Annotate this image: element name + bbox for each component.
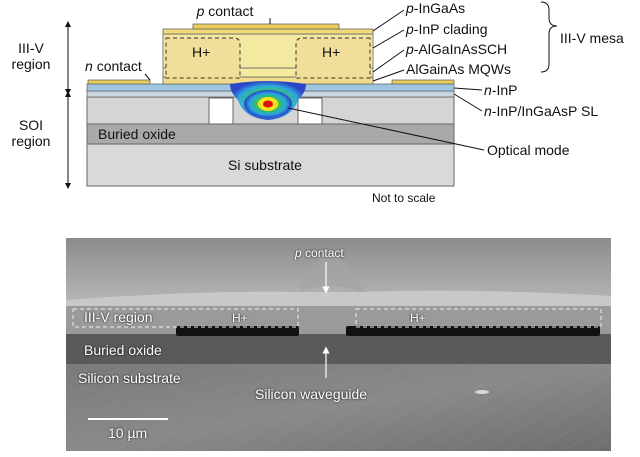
- algainas-mqws-label: AlGainAs MQWs: [406, 61, 512, 77]
- scale-bar-label: 10 µm: [108, 425, 148, 441]
- n-contact-label: n contact: [85, 58, 142, 74]
- h-plus-left-region: [165, 37, 241, 79]
- iii-v-mesa-label: III-V mesa: [560, 30, 624, 46]
- leader-sch: [372, 49, 405, 73]
- si-substrate-label: Si substrate: [228, 157, 302, 173]
- n-inp-label: n-InP: [484, 82, 518, 98]
- sem-p-contact-label: p contact: [295, 246, 344, 260]
- optical-mode-label: Optical mode: [487, 142, 570, 158]
- sem-iii-v-region-label: III-V region: [84, 309, 153, 325]
- p-contact-pad: [192, 23, 340, 30]
- sem-h-plus-left-box: [72, 308, 299, 328]
- sem-image: [66, 238, 611, 451]
- p-inp-clading-label: p-InP clading: [406, 21, 488, 37]
- h-plus-right-label: H+: [322, 44, 341, 60]
- trench-left: [208, 97, 234, 125]
- leader-p-ingaas: [372, 9, 405, 32]
- sem-buried-oxide-label: Buried oxide: [84, 342, 162, 358]
- n-contact-right: [391, 79, 455, 85]
- n-contact-left: [87, 79, 151, 85]
- leader-mqw: [372, 69, 405, 82]
- p-contact-label: p contact: [196, 3, 254, 19]
- leader-n-inp: [453, 87, 483, 91]
- not-to-scale-label: Not to scale: [372, 191, 436, 205]
- leader-p-inp: [372, 29, 405, 49]
- leader-sl: [453, 93, 483, 112]
- sem-silicon-substrate-label: Silicon substrate: [78, 370, 181, 386]
- sem-h-plus-left-label: H+: [232, 311, 248, 325]
- iii-v-mesa-brace: [540, 1, 558, 73]
- buried-oxide-label: Buried oxide: [98, 126, 176, 142]
- sem-h-plus-right-box: [355, 308, 602, 328]
- p-algainassch-label: p-AlGaInAsSCH: [406, 41, 508, 57]
- sem-silicon-waveguide-label: Silicon waveguide: [255, 386, 368, 402]
- h-plus-left-label: H+: [192, 44, 211, 60]
- si-substrate-layer: [86, 143, 455, 187]
- p-ingaas-label: p-InGaAs: [406, 0, 466, 16]
- p-ingaas-layer: [162, 28, 374, 35]
- n-inp-ingaasp-sl-label: n-InP/InGaAsP SL: [484, 103, 599, 119]
- h-plus-right-region: [295, 37, 371, 79]
- optical-mode-profile: [230, 81, 306, 120]
- schematic: [65, 1, 558, 189]
- leader-optical-mode: [287, 107, 485, 151]
- leader-n-contact: [144, 73, 151, 81]
- sem-h-plus-right-label: H+: [410, 311, 426, 325]
